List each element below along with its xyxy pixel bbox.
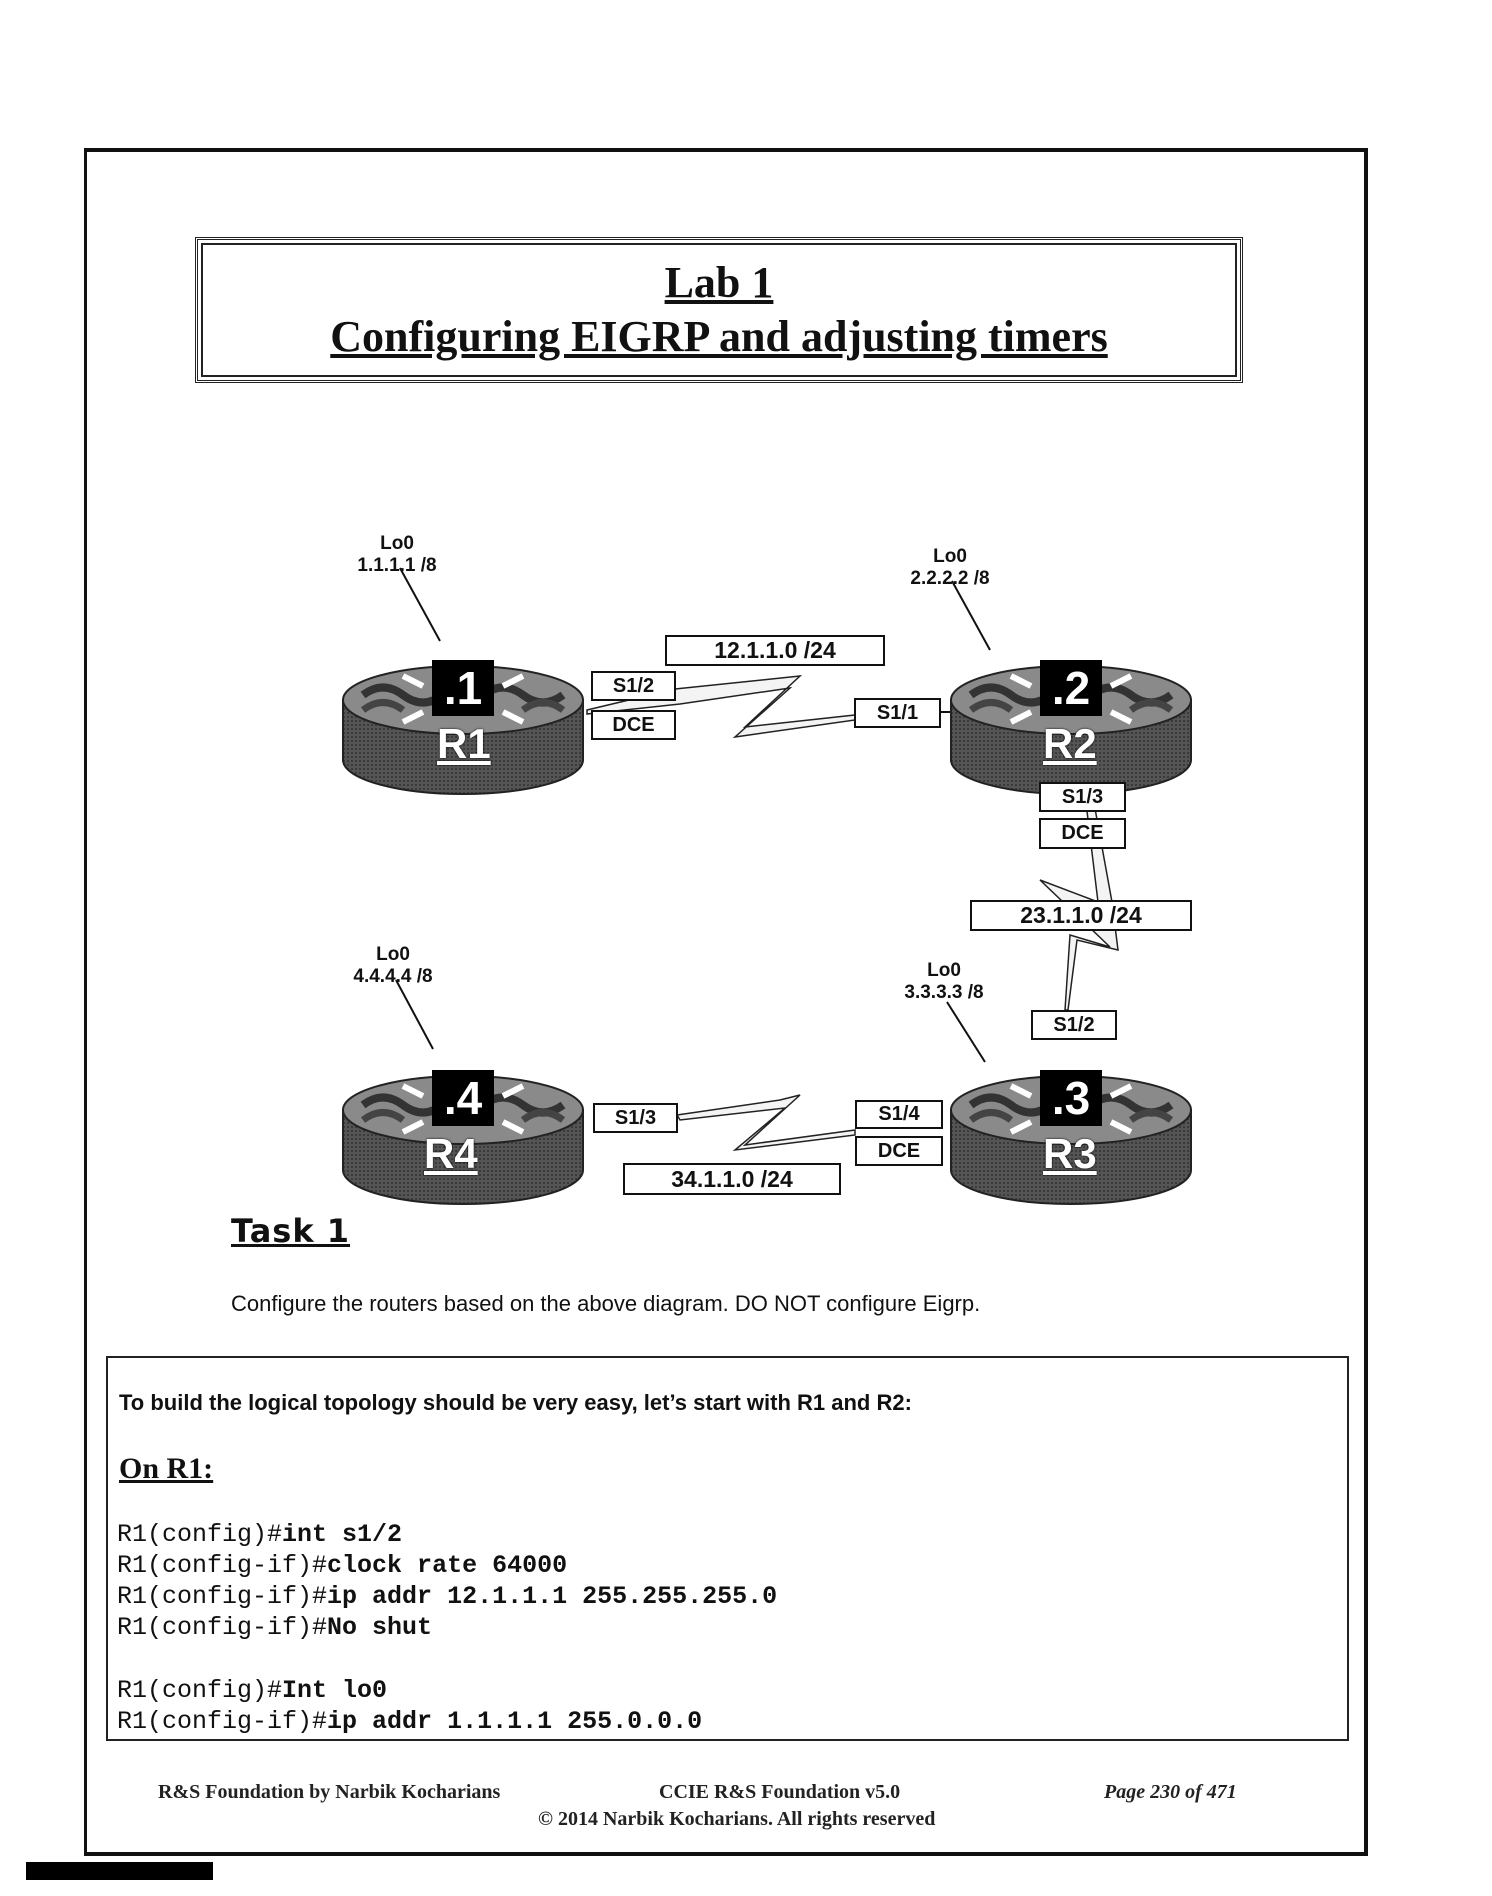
- prompt: R1(config-if)#: [117, 1707, 328, 1736]
- r2-name: R2: [1043, 720, 1097, 767]
- network-34: 34.1.1.0 /24: [623, 1163, 841, 1195]
- link-r3-r4: [675, 1094, 856, 1152]
- footer-copyright: © 2014 Narbik Kocharians. All rights res…: [538, 1808, 936, 1830]
- prompt: R1(config-if)#: [117, 1551, 328, 1580]
- loopback-ip: 4.4.4.4 /8: [353, 966, 433, 987]
- loopback-ip: 2.2.2.2 /8: [910, 568, 990, 589]
- r2-s1-3: S1/3: [1039, 782, 1126, 812]
- code-line: R1(config)#int s1/2: [117, 1520, 402, 1549]
- prompt: R1(config)#: [117, 1520, 283, 1549]
- code-line: R1(config-if)#ip addr 1.1.1.1 255.0.0.0: [117, 1707, 702, 1736]
- r3-id: .3: [1040, 1070, 1102, 1126]
- command: ip addr 12.1.1.1 255.255.255.0: [327, 1582, 778, 1611]
- command: clock rate 64000: [327, 1551, 568, 1580]
- r4-id: .4: [432, 1070, 494, 1126]
- network-23: 23.1.1.0 /24: [970, 900, 1192, 931]
- loopback-name: Lo0: [376, 944, 410, 965]
- command: No shut: [327, 1613, 433, 1642]
- r1-dce: DCE: [591, 710, 676, 740]
- lab-title: Lab 1: [664, 258, 774, 307]
- r4-name: R4: [424, 1130, 478, 1177]
- prompt: R1(config-if)#: [117, 1582, 328, 1611]
- command: ip addr 1.1.1.1 255.0.0.0: [327, 1707, 703, 1736]
- footer-page: Page 230 of 471: [1104, 1781, 1237, 1803]
- code-line: R1(config-if)#ip addr 12.1.1.1 255.255.2…: [117, 1582, 777, 1611]
- r1-name: R1: [437, 720, 491, 767]
- code-line: R1(config-if)#No shut: [117, 1613, 432, 1642]
- loopback-name: Lo0: [933, 546, 967, 567]
- footer-left: R&S Foundation by Narbik Kocharians: [158, 1781, 501, 1803]
- code-line: R1(config)#Int lo0: [117, 1676, 387, 1705]
- solution-heading: On R1:: [119, 1452, 214, 1485]
- page-frame: [84, 148, 1368, 1856]
- r1-id: .1: [432, 660, 494, 716]
- footer-center: CCIE R&S Foundation v5.0: [659, 1781, 901, 1803]
- solution-intro: To build the logical topology should be …: [119, 1390, 912, 1415]
- r3-name: R3: [1043, 1130, 1097, 1177]
- r3-s1-4: S1/4: [855, 1100, 943, 1129]
- prompt: R1(config)#: [117, 1676, 283, 1705]
- loopback-ip: 3.3.3.3 /8: [904, 982, 984, 1003]
- r2-id: .2: [1040, 660, 1102, 716]
- r3-s1-2: S1/2: [1031, 1010, 1117, 1040]
- task-description: Configure the routers based on the above…: [231, 1291, 981, 1316]
- r2-dce: DCE: [1039, 818, 1126, 849]
- r2-s1-1: S1/1: [854, 698, 941, 728]
- command: Int lo0: [282, 1676, 388, 1705]
- r3-dce: DCE: [855, 1136, 943, 1166]
- prompt: R1(config-if)#: [117, 1613, 328, 1642]
- loopback-ip: 1.1.1.1 /8: [357, 555, 437, 576]
- solution-box: [106, 1356, 1349, 1741]
- code-line: R1(config-if)#clock rate 64000: [117, 1551, 567, 1580]
- loopback-lines: [395, 567, 991, 1063]
- loopback-name: Lo0: [380, 533, 414, 554]
- r1-s1-2: S1/2: [591, 671, 676, 701]
- lab-subtitle: Configuring EIGRP and adjusting timers: [330, 312, 1108, 361]
- title-box: Lab 1 Configuring EIGRP and adjusting ti…: [195, 237, 1243, 383]
- network-12: 12.1.1.0 /24: [665, 635, 885, 666]
- loopback-name: Lo0: [927, 960, 961, 981]
- r4-s1-3: S1/3: [593, 1103, 678, 1133]
- command: int s1/2: [282, 1520, 403, 1549]
- task-heading: Task 1: [231, 1212, 351, 1250]
- scan-artifact-bar: [26, 1862, 213, 1880]
